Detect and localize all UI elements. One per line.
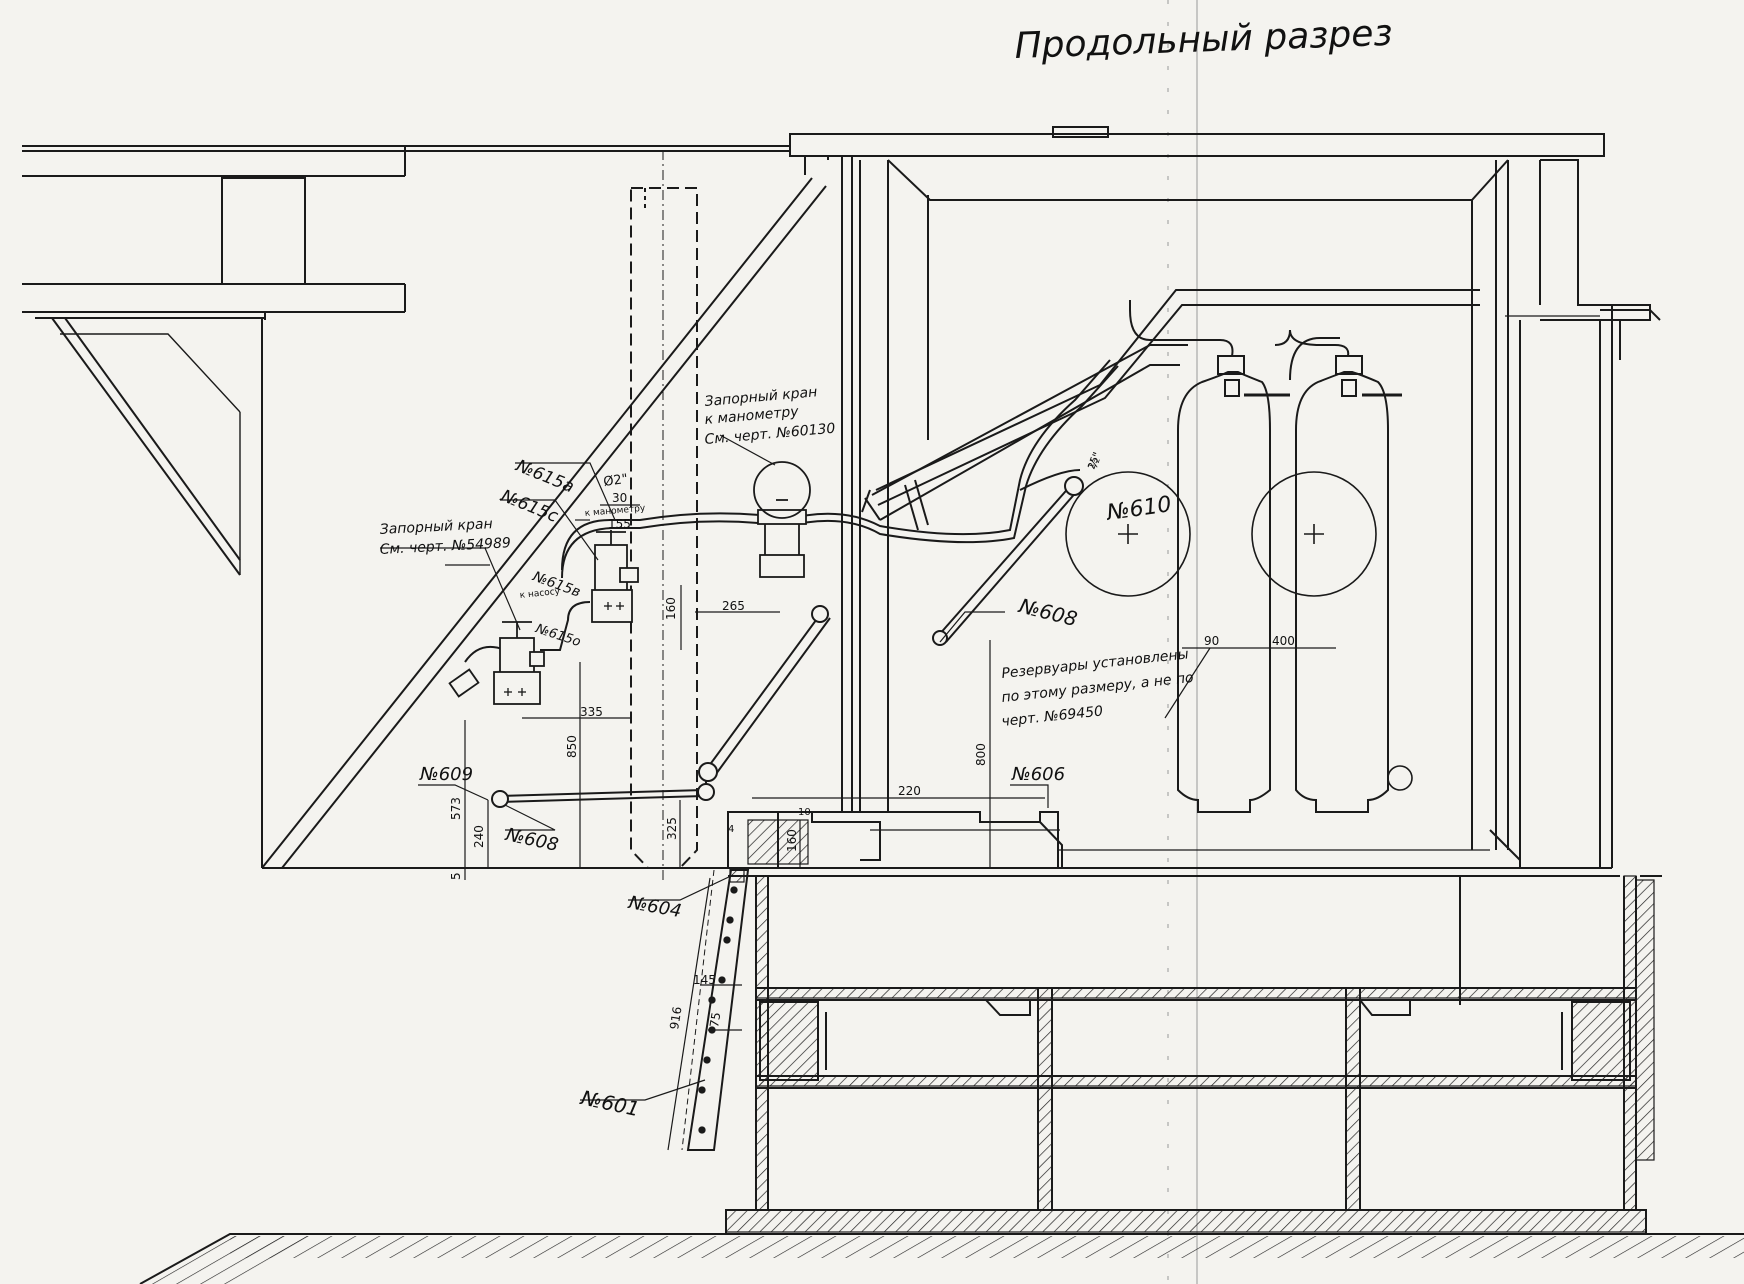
dim-90: 90 xyxy=(1204,634,1219,648)
dimension-lines xyxy=(464,504,1336,1151)
label-608-right: №608 xyxy=(1016,593,1080,631)
label-610: №610 xyxy=(1104,492,1173,526)
gas-cylinders xyxy=(1129,300,1402,813)
label-601: №601 xyxy=(578,1085,642,1121)
label-615c: №615с xyxy=(497,486,561,527)
dim-145: 145 xyxy=(693,973,716,987)
dim-400: 400 xyxy=(1272,634,1295,648)
valves xyxy=(448,461,811,705)
note-shutoff-valve-line2: См. черт. №54989 xyxy=(379,535,511,558)
structure xyxy=(22,126,1662,1235)
drawing-title: Продольный разрез xyxy=(1014,13,1393,67)
ground-line xyxy=(139,1233,1744,1284)
dim-25: 25 xyxy=(1086,455,1101,471)
dim-916: 916 xyxy=(667,1006,684,1031)
label-604: №604 xyxy=(626,892,683,922)
ladder xyxy=(681,869,750,1151)
dim-850: 850 xyxy=(565,735,579,758)
dim-30: 30 xyxy=(612,491,627,505)
valve-markings xyxy=(504,602,624,696)
dim-573: 573 xyxy=(449,797,463,820)
label-615a: №615а xyxy=(512,456,577,498)
label-606: №606 xyxy=(1011,764,1065,785)
to-pump-label: к насосу xyxy=(519,587,561,601)
dim-220: 220 xyxy=(898,784,921,798)
dim-155: 155 xyxy=(608,517,631,531)
label-615d: №615о xyxy=(533,621,583,650)
pipe-size-label: Ø2" xyxy=(602,472,628,490)
dim-160-b: 160 xyxy=(785,829,799,852)
dim-160-a: 160 xyxy=(664,597,678,620)
linkage-rods xyxy=(499,483,1079,803)
dim-10: 10 xyxy=(798,807,811,818)
dim-325: 325 xyxy=(665,817,679,840)
leader-lines xyxy=(380,434,1211,1101)
note-shutoff-valve-line1: Запорный кран xyxy=(379,516,493,538)
label-609: №609 xyxy=(419,764,473,785)
small-labels: к манометру к насосу Ø2" ½" xyxy=(519,450,1104,601)
dim-240: 240 xyxy=(472,825,486,848)
paper-fold-lines xyxy=(1167,0,1198,1284)
dim-4: 4 xyxy=(728,824,734,835)
dim-265: 265 xyxy=(722,599,745,613)
dim-75: 75 xyxy=(707,1011,723,1028)
valve-size-label: ½" xyxy=(1086,450,1105,471)
dimension-values: 30 155 160 265 335 850 573 240 5 325 160… xyxy=(449,455,1295,1030)
hatched-sections xyxy=(725,819,1655,1233)
dim-800: 800 xyxy=(974,743,988,766)
cylinder-footprint-circles xyxy=(1065,471,1413,791)
dim-5: 5 xyxy=(449,872,463,880)
dim-335: 335 xyxy=(580,705,603,719)
note-reservoirs-line3: черт. №69450 xyxy=(1001,703,1104,730)
pivot-pins xyxy=(491,476,1084,808)
